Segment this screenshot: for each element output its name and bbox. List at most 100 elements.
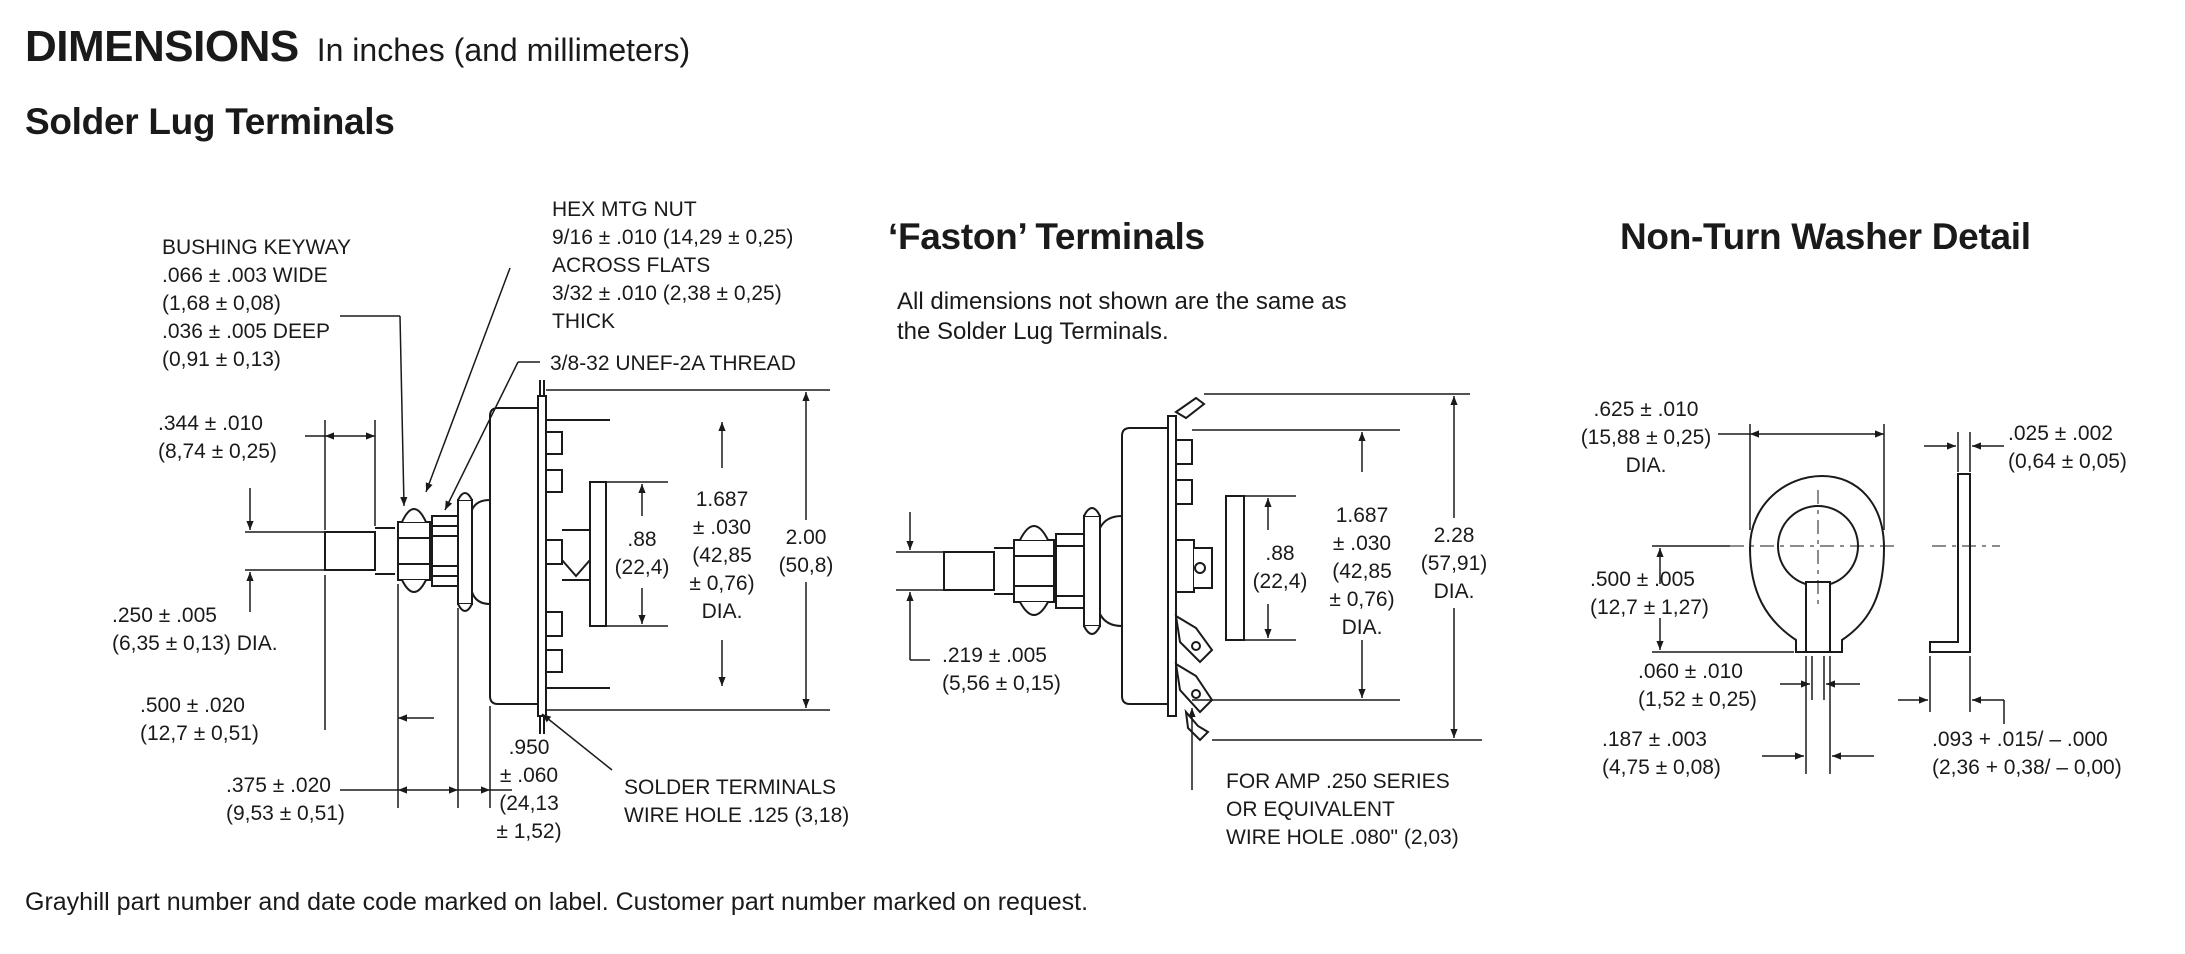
- label-solder-500-line-1: .500 ± .020: [140, 694, 245, 717]
- solder-lug-drawing: [324, 380, 610, 734]
- washer-title: Non-Turn Washer Detail: [1620, 216, 2031, 257]
- label-solder-200-line-2: (50,8): [779, 554, 834, 577]
- faston-bushing-thread: [1055, 533, 1085, 609]
- label-faston-amp-line-2: OR EQUIVALENT: [1226, 798, 1395, 821]
- label-solder-hexnut-line-3: ACROSS FLATS: [552, 254, 710, 277]
- faston-rotor-disc: [1225, 495, 1245, 641]
- label-solder-375: .375 ± .020(9,53 ± 0,51): [226, 774, 345, 825]
- label-solder-1687-line-1: 1.687: [696, 488, 749, 511]
- label-solder-950-line-3: (24,13: [499, 792, 559, 815]
- label-washer-187-line-1: .187 ± .003: [1602, 728, 1707, 751]
- page-heading: DIMENSIONS In inches (and millimeters): [25, 22, 690, 72]
- label-washer-093-line-1: .093 + .015/ – .000: [1932, 728, 2108, 751]
- label-faston-amp: FOR AMP .250 SERIES OR EQUIVALENT WIRE HOL…: [1226, 770, 1459, 849]
- solder-shaft: [324, 531, 376, 571]
- label-washer-093-line-2: (2,36 + 0,38/ – 0,00): [1932, 756, 2122, 779]
- label-faston-228-line-1: 2.28: [1434, 524, 1475, 547]
- label-solder-1687-line-4: ± 0,76): [689, 572, 754, 595]
- label-faston-amp-line-1: FOR AMP .250 SERIES: [1226, 770, 1450, 793]
- label-solder-250: .250 ± .005(6,35 ± 0,13) DIA.: [112, 604, 278, 655]
- label-solder-88-line-1: .88: [627, 528, 656, 551]
- page-subtitle: In inches (and millimeters): [316, 32, 691, 68]
- label-washer-025-line-2: (0,64 ± 0,05): [2008, 450, 2127, 473]
- solder-terminal-plate: [537, 395, 547, 717]
- faston-body: [1099, 427, 1169, 705]
- label-solder-200-line-1: 2.00: [786, 526, 827, 549]
- label-washer-060-line-2: (1,52 ± 0,25): [1638, 688, 1757, 711]
- faston-mounting-washer: [1083, 507, 1101, 635]
- label-faston-88-line-1: .88: [1265, 542, 1294, 565]
- label-solder-terminals-line-1: SOLDER TERMINALS: [624, 776, 836, 799]
- washer-center-lines: [1730, 490, 2000, 604]
- faston-note-line-2: the Solder Lug Terminals.: [897, 318, 1169, 345]
- solder-bushing-thread: [431, 515, 459, 587]
- label-solder-terminals-line-2: WIRE HOLE .125 (3,18): [624, 804, 849, 827]
- label-solder-keyway-line-3: (1,68 ± 0,08): [162, 292, 281, 315]
- label-faston-219-line-1: .219 ± .005: [942, 644, 1047, 667]
- solder-dimension-lines: [245, 267, 830, 808]
- label-solder-950-line-4: ± 1,52): [496, 820, 561, 843]
- label-washer-187-line-2: (4,75 ± 0,08): [1602, 756, 1721, 779]
- label-solder-500-line-2: (12,7 ± 0,51): [140, 722, 259, 745]
- label-solder-keyway-line-2: .066 ± .003 WIDE: [162, 264, 328, 287]
- label-faston-228-line-2: (57,91): [1421, 552, 1488, 575]
- label-solder-88: .88(22,4): [615, 528, 670, 579]
- label-solder-200: 2.00 (50,8): [779, 526, 834, 577]
- solder-body: [471, 407, 539, 705]
- faston-dimension-lines: [896, 393, 1482, 790]
- faston-lugs: [1175, 439, 1213, 593]
- solder-mounting-washer: [457, 492, 473, 612]
- label-faston-1687-line-2: ± .030: [1333, 532, 1391, 555]
- washer-dimension-lines: [1652, 424, 2005, 774]
- label-faston-228-line-3: DIA.: [1434, 580, 1475, 603]
- faston-hex-nut: [1013, 525, 1055, 616]
- label-washer-625-line-1: .625 ± .010: [1594, 398, 1699, 421]
- solder-rotor-disc: [589, 481, 607, 627]
- faston-drawing: [943, 396, 1245, 742]
- label-solder-hexnut-line-4: 3/32 ± .010 (2,38 ± 0,25): [552, 282, 782, 305]
- washer-side-profile: [1929, 473, 1971, 653]
- label-washer-093: .093 + .015/ – .000 (2,36 + 0,38/ – 0,00): [1932, 728, 2122, 779]
- label-solder-terminals: SOLDER TERMINALS WIRE HOLE .125 (3,18): [624, 776, 849, 827]
- label-solder-hexnut-line-1: HEX MTG NUT: [552, 198, 697, 221]
- label-solder-1687: 1.687± .030(42,85± 0,76)DIA.: [689, 488, 754, 623]
- label-washer-060: .060 ± .010 (1,52 ± 0,25): [1638, 660, 1757, 711]
- label-solder-250-line-2: (6,35 ± 0,13) DIA.: [112, 632, 278, 655]
- page-title: DIMENSIONS: [25, 22, 299, 71]
- label-solder-375-line-1: .375 ± .020: [226, 774, 331, 797]
- label-solder-500: .500 ± .020 (12,7 ± 0,51): [140, 694, 259, 745]
- label-washer-625-line-3: DIA.: [1626, 454, 1667, 477]
- label-solder-hexnut-line-2: 9/16 ± .010 (14,29 ± 0,25): [552, 226, 793, 249]
- label-faston-219-line-2: (5,56 ± 0,15): [942, 672, 1061, 695]
- faston-title: ‘Faston’ Terminals: [888, 216, 1205, 257]
- label-washer-625: .625 ± .010 (15,88 ± 0,25) DIA.: [1581, 398, 1712, 477]
- label-washer-500-line-1: .500 ± .005: [1590, 568, 1695, 591]
- label-washer-500-line-2: (12,7 ± 1,27): [1590, 596, 1709, 619]
- label-washer-025: .025 ± .002 (0,64 ± 0,05): [2008, 422, 2127, 473]
- label-solder-1687-line-2: ± .030: [693, 516, 751, 539]
- label-faston-1687-line-4: ± 0,76): [1329, 588, 1394, 611]
- faston-note: All dimensions not shown are the same as…: [897, 287, 1347, 347]
- label-faston-219: .219 ± .005 (5,56 ± 0,15): [942, 644, 1061, 695]
- label-faston-1687: 1.687± .030(42,85± 0,76)DIA.: [1329, 504, 1394, 639]
- label-solder-344: .344 ± .010 (8,74 ± 0,25): [158, 412, 277, 463]
- label-washer-625-line-2: (15,88 ± 0,25): [1581, 426, 1712, 449]
- label-solder-thread-line-1: 3/8-32 UNEF-2A THREAD: [550, 352, 796, 375]
- label-solder-950: .950± .060(24,13± 1,52): [496, 736, 561, 843]
- label-layer: BUSHING KEYWAY.066 ± .003 WIDE(1,68 ± 0,…: [112, 198, 2127, 849]
- label-solder-950-line-2: ± .060: [500, 764, 558, 787]
- label-solder-1687-line-3: (42,85: [692, 544, 752, 567]
- label-washer-060-line-1: .060 ± .010: [1638, 660, 1743, 683]
- label-solder-keyway-line-5: (0,91 ± 0,13): [162, 348, 281, 371]
- solder-lugs: [545, 431, 591, 673]
- label-solder-344-line-2: (8,74 ± 0,25): [158, 440, 277, 463]
- label-faston-1687-line-5: DIA.: [1342, 616, 1383, 639]
- label-faston-amp-line-3: WIRE HOLE .080" (2,03): [1226, 826, 1459, 849]
- label-solder-thread: 3/8-32 UNEF-2A THREAD: [550, 352, 796, 375]
- label-solder-keyway: BUSHING KEYWAY.066 ± .003 WIDE(1,68 ± 0,…: [162, 236, 351, 371]
- label-washer-187: .187 ± .003 (4,75 ± 0,08): [1602, 728, 1721, 779]
- label-solder-344-line-1: .344 ± .010: [158, 412, 263, 435]
- label-washer-025-line-1: .025 ± .002: [2008, 422, 2113, 445]
- faston-shaft: [943, 551, 995, 591]
